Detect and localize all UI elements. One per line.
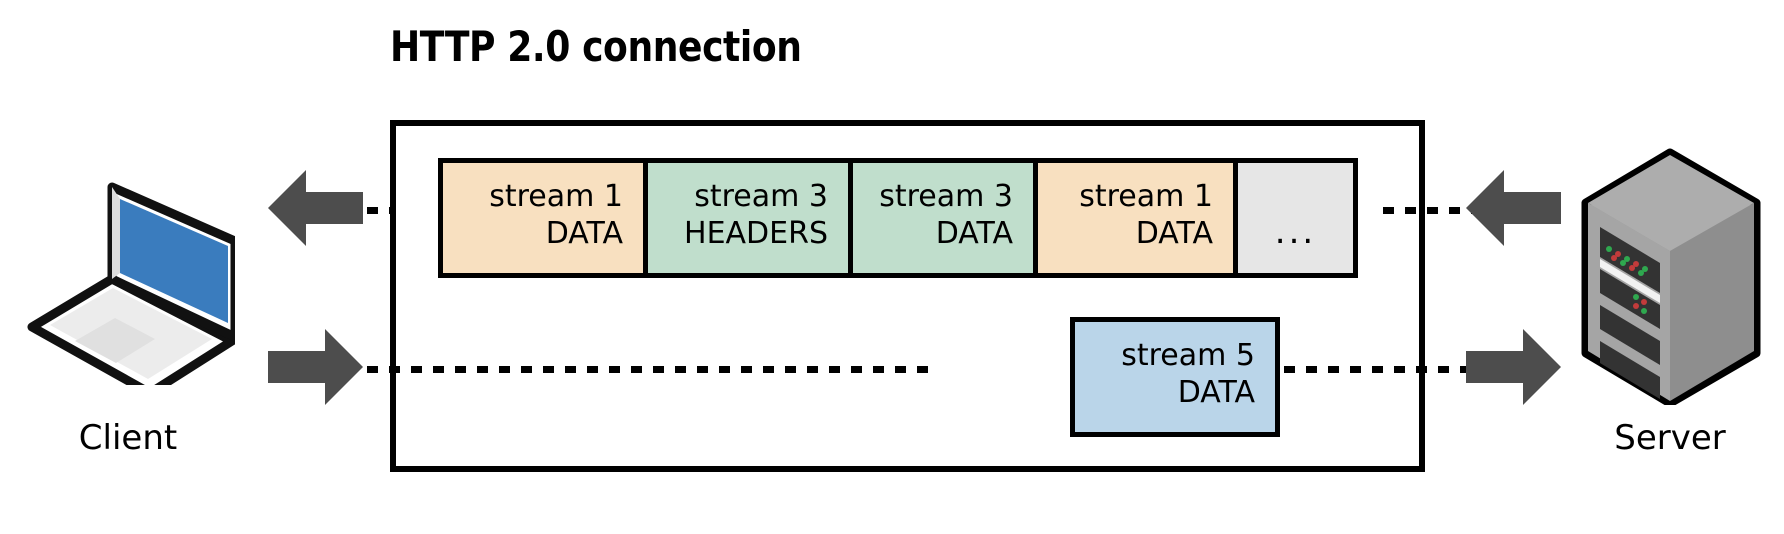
http2-connection-frame: [390, 120, 1425, 472]
frame-type-label: HEADERS: [684, 216, 828, 251]
frame-stream-1-data-b: stream 1 DATA: [1033, 158, 1238, 278]
upstream-frame-row: stream 5 DATA: [1070, 317, 1280, 437]
frame-type-label: DATA: [935, 216, 1013, 251]
server-label: Server: [1614, 418, 1726, 458]
client-label: Client: [78, 418, 178, 458]
frame-type-label: DATA: [1177, 375, 1255, 410]
arrow-right-to-server-icon: [1466, 327, 1561, 407]
frame-more-ellipsis: ...: [1233, 158, 1358, 278]
page-title: HTTP 2.0 connection: [390, 22, 802, 71]
downstream-dotted-line-right: [1383, 207, 1473, 214]
frame-stream-label: stream 5: [1121, 338, 1255, 374]
downstream-frame-row: stream 1 DATA stream 3 HEADERS stream 3 …: [438, 158, 1358, 278]
upstream-dotted-line-left: [345, 366, 930, 373]
upstream-dotted-line-right: [1108, 366, 1473, 373]
frame-type-label: DATA: [1135, 216, 1213, 251]
frame-stream-label: stream 1: [1079, 179, 1213, 215]
frame-stream-label: stream 3: [879, 179, 1013, 215]
downstream-dotted-line-left: [345, 207, 393, 214]
laptop-icon: [20, 145, 235, 385]
frame-stream-5-data: stream 5 DATA: [1070, 317, 1280, 437]
arrow-left-from-server-icon: [1466, 168, 1561, 248]
server-tower-icon: [1578, 145, 1763, 405]
arrow-right-from-client-icon: [268, 327, 363, 407]
arrow-left-to-client-icon: [268, 168, 363, 248]
frame-stream-1-data-a: stream 1 DATA: [438, 158, 648, 278]
frame-stream-3-headers: stream 3 HEADERS: [643, 158, 853, 278]
ellipsis-icon: ...: [1274, 212, 1317, 252]
frame-type-label: DATA: [545, 216, 623, 251]
frame-stream-label: stream 1: [489, 179, 623, 215]
frame-stream-label: stream 3: [694, 179, 828, 215]
frame-stream-3-data: stream 3 DATA: [848, 158, 1038, 278]
